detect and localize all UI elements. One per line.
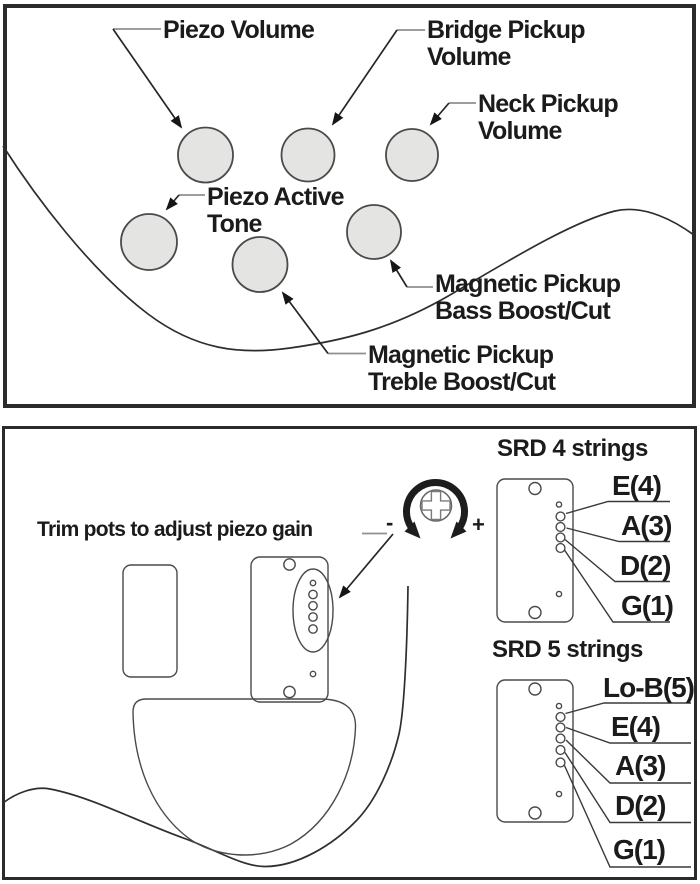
label-line: Tone — [207, 210, 262, 238]
bridge-base-shape — [132, 698, 357, 856]
leader-stubs — [113, 28, 476, 355]
label-line: Volume — [427, 43, 511, 71]
srd4-trimpot — [555, 521, 566, 533]
rotation-arrowhead-left — [404, 521, 421, 539]
srd5-string-lob5: Lo-B(5) — [603, 672, 695, 703]
srd5-trimpot — [555, 711, 566, 723]
srd4-heading: SRD 4 strings — [497, 435, 648, 462]
label-line: Bass Boost/Cut — [435, 297, 611, 325]
arrow-to-trimpots — [338, 533, 394, 599]
label-bridge-pickup-volume: Bridge Pickup Volume — [427, 16, 586, 71]
arrow-piezo-active-tone — [165, 194, 180, 211]
label-piezo-volume: Piezo Volume — [163, 16, 315, 44]
knob-piezo-active-tone — [120, 213, 178, 271]
knob-magnetic-bass — [346, 204, 402, 260]
label-line: Neck Pickup — [478, 90, 619, 118]
arrow-neck-volume — [429, 102, 450, 126]
knob-magnetic-treble — [231, 236, 289, 293]
screw-hole — [528, 481, 542, 496]
arrow-piezo-volume — [112, 28, 183, 129]
srd5-trimpot — [555, 757, 566, 768]
screw-hole — [283, 558, 296, 571]
label-magnetic-treble: Magnetic Pickup Treble Boost/Cut — [368, 341, 556, 396]
trimpot-rotation-icon — [403, 478, 468, 539]
label-magnetic-bass: Magnetic Pickup Bass Boost/Cut — [435, 270, 621, 325]
screw-hole — [283, 685, 296, 699]
plus-sign: + — [472, 512, 485, 537]
trimpot-oval — [292, 568, 334, 653]
srd5-trimpot — [555, 722, 566, 733]
srd5-string-g1: G(1) — [613, 834, 666, 865]
srd4-trimpot — [555, 511, 566, 522]
srd4-string-a3: A(3) — [621, 510, 672, 541]
srd5-plate — [496, 679, 574, 823]
srd5-leader-lines — [563, 702, 691, 868]
arrow-bridge-volume — [331, 29, 398, 126]
piezo-trimpot — [308, 600, 318, 611]
arrow-magnetic-treble — [281, 291, 329, 355]
srd5-trimpot — [555, 733, 566, 744]
label-line: Treble Boost/Cut — [368, 368, 556, 396]
piezo-trimpot — [308, 589, 318, 600]
label-line: Magnetic Pickup — [435, 270, 621, 298]
label-piezo-active-tone: Piezo Active Tone — [207, 183, 345, 238]
knob-bridge-pickup-volume — [280, 127, 336, 183]
srd5-string-e4: E(4) — [611, 711, 661, 742]
srd4-trimpot — [555, 542, 566, 554]
srd4-leader-lines — [563, 500, 670, 623]
label-neck-pickup-volume: Neck Pickup Volume — [478, 90, 619, 145]
leader-arrows — [112, 28, 450, 355]
screw-hole — [528, 605, 542, 620]
screw-hole — [528, 806, 542, 820]
srd5-trimpot — [555, 744, 566, 756]
label-trim-pots-caption: Trim pots to adjust piezo gain — [37, 518, 313, 541]
minus-sign: - — [386, 510, 394, 535]
srd5-heading: SRD 5 strings — [492, 636, 643, 663]
label-line: Piezo Active — [207, 183, 345, 211]
srd5-string-a3: A(3) — [615, 750, 666, 781]
label-line: Magnetic Pickup — [368, 341, 554, 369]
srd4-string-e4: E(4) — [612, 470, 662, 501]
neck-pickup-shape — [122, 564, 178, 678]
label-line: Bridge Pickup — [427, 16, 586, 44]
piezo-pickup-shape — [250, 556, 334, 703]
arrow-magnetic-bass — [389, 259, 408, 288]
srd4-string-d2: D(2) — [620, 550, 671, 581]
screw-hole — [528, 682, 542, 696]
bass-body-outline-top — [2, 145, 695, 352]
piezo-trimpot — [308, 624, 318, 634]
rotation-arrowhead-right — [450, 521, 467, 539]
screw-cross-icon — [421, 490, 451, 521]
srd5-string-d2: D(2) — [615, 790, 666, 821]
knob-piezo-volume — [177, 126, 234, 184]
bass-body-outline-bottom — [2, 585, 409, 868]
srd4-plate — [496, 478, 574, 623]
label-line: Volume — [478, 117, 562, 145]
srd4-string-g1: G(1) — [621, 590, 674, 621]
srd4-trimpot — [555, 532, 566, 543]
controls-panel — [3, 4, 696, 408]
piezo-trimpot — [308, 612, 318, 622]
knob-neck-pickup-volume — [385, 128, 439, 182]
